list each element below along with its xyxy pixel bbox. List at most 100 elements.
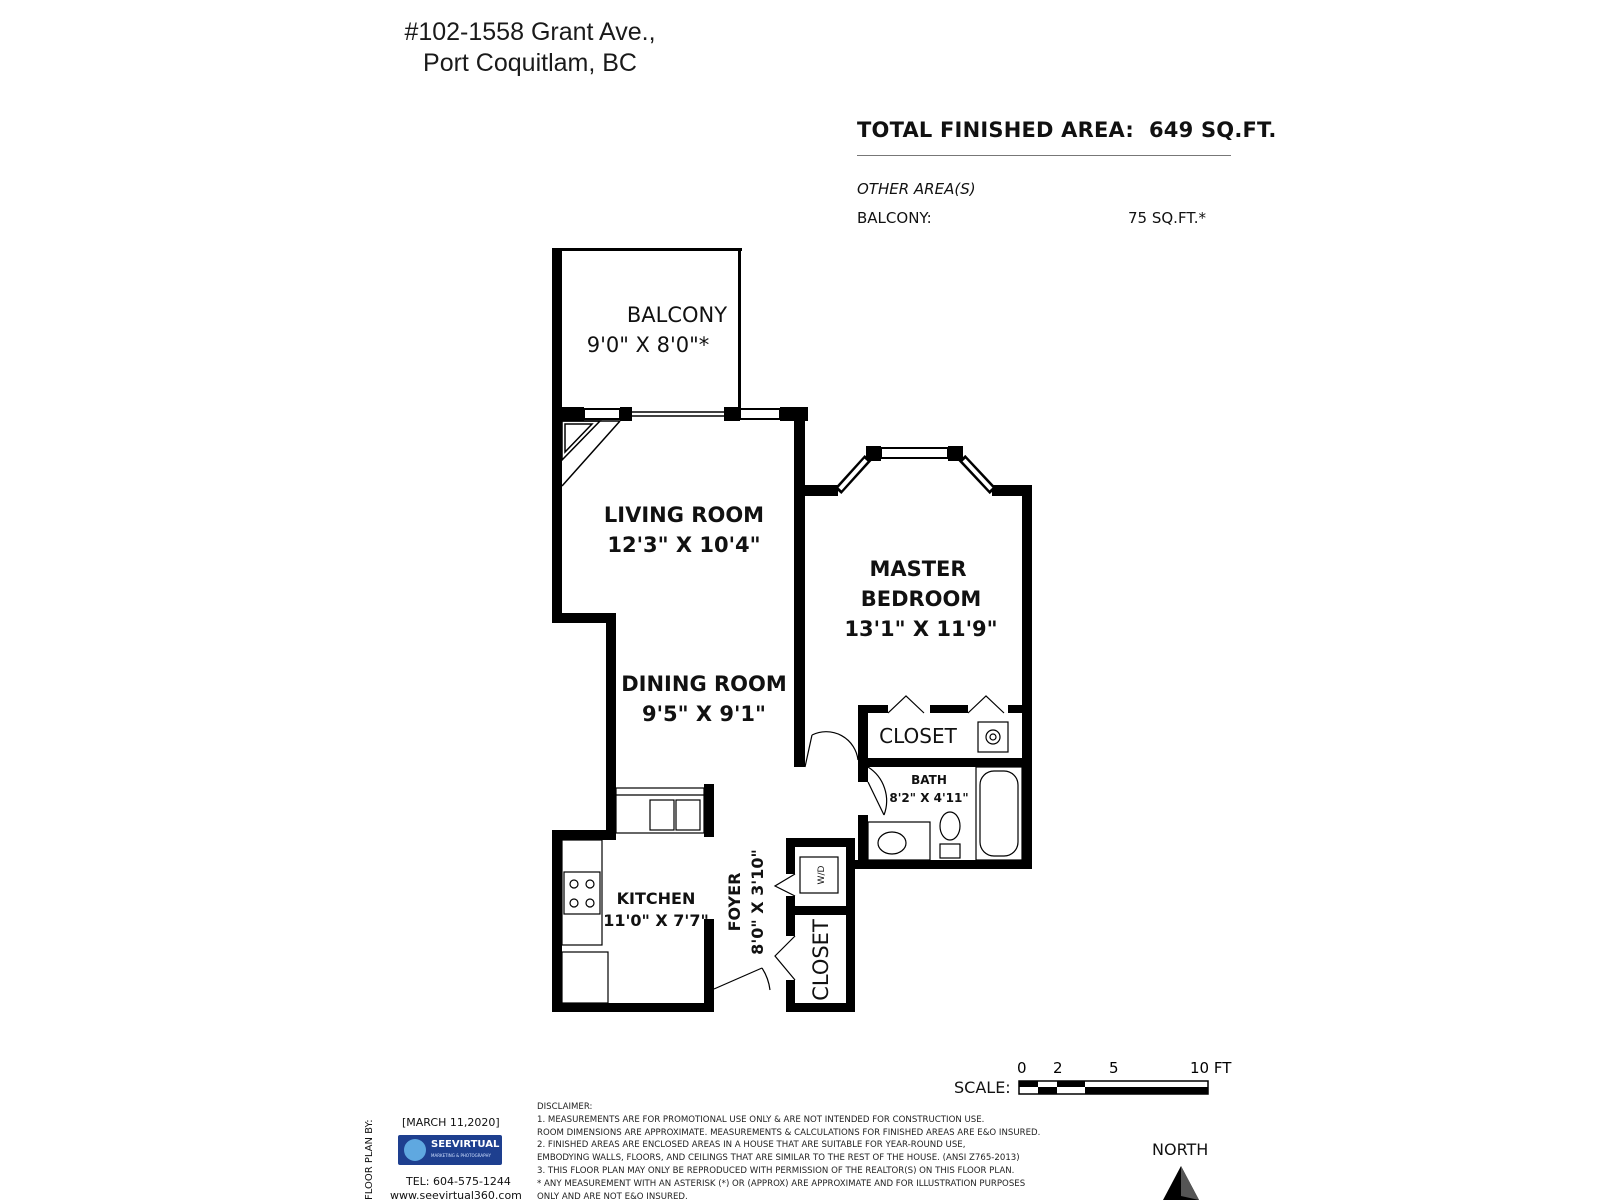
floor-plan-by-label: FLOOR PLAN BY: bbox=[364, 1119, 375, 1200]
living-room-dims: 12'3" X 10'4" bbox=[607, 533, 760, 557]
scale-tick-2: 2 bbox=[1053, 1059, 1063, 1077]
sink bbox=[877, 831, 907, 855]
wall-wd-top bbox=[786, 838, 855, 847]
living-room-name: LIVING ROOM bbox=[604, 503, 764, 527]
address-line-1: #102-1558 Grant Ave., bbox=[404, 18, 656, 46]
total-area-label: TOTAL FINISHED AREA: bbox=[857, 118, 1134, 142]
address-line-2: Port Coquitlam, BC bbox=[423, 49, 637, 77]
window-bay-left-glass bbox=[838, 458, 868, 491]
wall-closet-bottom bbox=[858, 758, 1032, 767]
divider bbox=[857, 155, 1231, 156]
logo-sub: MARKETING & PHOTOGRAPHY bbox=[431, 1153, 491, 1158]
disclaimer: DISCLAIMER: 1. MEASUREMENTS ARE FOR PROM… bbox=[537, 1102, 1041, 1202]
vanity bbox=[867, 821, 931, 861]
dining-room-dims: 9'5" X 9'1" bbox=[642, 702, 766, 726]
kitchen-counter bbox=[615, 787, 705, 834]
burner-3 bbox=[569, 898, 579, 908]
wall-closet-top-b bbox=[930, 705, 968, 713]
wall-bottom-kitchen bbox=[552, 1003, 714, 1012]
toilet bbox=[939, 811, 961, 841]
wall-bedroom-top-right bbox=[992, 485, 1032, 496]
dining-room-name: DINING ROOM bbox=[621, 672, 787, 696]
wall-kitchen-top-left bbox=[552, 830, 616, 840]
wall-left-middle bbox=[606, 613, 616, 840]
website: www.seevirtual360.com bbox=[390, 1189, 522, 1202]
wall-bottom-closet bbox=[786, 1003, 855, 1012]
doors bbox=[713, 695, 1005, 991]
fireplace bbox=[561, 420, 621, 487]
scale-label: SCALE: bbox=[954, 1078, 1011, 1097]
wd-box bbox=[799, 856, 839, 894]
wall-bath-bottom bbox=[846, 860, 1032, 869]
wall-bath-left bbox=[858, 815, 868, 869]
wall-kitchen-right bbox=[704, 919, 714, 1012]
scale-tick-10: 10 FT bbox=[1190, 1059, 1232, 1077]
wall-bay-post-right bbox=[948, 446, 963, 461]
master-bedroom-dims: 13'1" X 11'9" bbox=[844, 617, 997, 641]
balcony-dims: 9'0" X 8'0"* bbox=[587, 333, 710, 357]
wall-wd-bottom bbox=[786, 906, 855, 915]
foyer-name: FOYER bbox=[725, 873, 744, 932]
bath-fixtures bbox=[799, 721, 1023, 894]
logo-brand: SEEVIRTUAL bbox=[431, 1139, 500, 1150]
kitchen-counter-left bbox=[561, 839, 603, 946]
wall-left-step bbox=[552, 613, 616, 623]
foyer-closet-name: CLOSET bbox=[809, 919, 833, 1001]
stove bbox=[563, 871, 601, 915]
bath-name: BATH bbox=[911, 773, 947, 787]
wall-closet-left bbox=[858, 705, 868, 763]
windows bbox=[583, 408, 949, 459]
wd-label: W/D bbox=[817, 866, 827, 885]
walls bbox=[552, 248, 1032, 1012]
kitchen-fixtures bbox=[561, 787, 705, 1004]
window-bay-center bbox=[880, 447, 949, 459]
wall-wd-left-b bbox=[786, 896, 795, 914]
sink-basin-left bbox=[649, 799, 675, 831]
north-label: NORTH bbox=[1152, 1140, 1209, 1159]
bedroom-closet-name: CLOSET bbox=[879, 724, 957, 748]
total-area: TOTAL FINISHED AREA: 649 SQ.FT. bbox=[857, 118, 1277, 142]
balcony-area-label: BALCONY: bbox=[857, 209, 932, 227]
window-living-right bbox=[739, 408, 781, 420]
scale-bar: 0 2 5 10 FT bbox=[1017, 1059, 1232, 1095]
wall-bay-post-left bbox=[866, 446, 881, 461]
sink-basin-right bbox=[675, 799, 701, 831]
wall-wd-left-a bbox=[786, 838, 795, 874]
burner-4 bbox=[585, 898, 595, 908]
balcony-name: BALCONY bbox=[627, 303, 727, 327]
wall-bedroom-right bbox=[1022, 485, 1032, 869]
master-bedroom-name-1: MASTER bbox=[869, 557, 966, 581]
window-living-left bbox=[583, 408, 621, 420]
wall-bath-door-jamb bbox=[858, 758, 868, 782]
plan-date: [MARCH 11,2020] bbox=[402, 1116, 500, 1129]
logo-globe-icon bbox=[404, 1139, 426, 1161]
fridge bbox=[561, 951, 609, 1004]
bathtub-inner bbox=[979, 770, 1019, 857]
scale-tick-0: 0 bbox=[1017, 1059, 1027, 1077]
closet-fixture bbox=[977, 721, 1009, 753]
wall-counter-end bbox=[704, 784, 714, 837]
wall-living-top-c bbox=[724, 407, 740, 421]
wall-closet-top-c bbox=[1008, 705, 1032, 713]
toilet-tank bbox=[939, 843, 961, 859]
total-area-value: 649 SQ.FT. bbox=[1149, 118, 1277, 142]
wall-bedroom-top-left bbox=[794, 485, 838, 496]
phone-number: TEL: 604-575-1244 bbox=[406, 1175, 511, 1188]
foyer-dims: 8'0" X 3'10" bbox=[748, 849, 767, 955]
scale-tick-5: 5 bbox=[1109, 1059, 1119, 1077]
window-bay-right-glass bbox=[962, 458, 993, 491]
seevirtual-logo: SEEVIRTUAL MARKETING & PHOTOGRAPHY bbox=[398, 1135, 502, 1165]
kitchen-dims: 11'0" X 7'7" bbox=[603, 911, 709, 930]
kitchen-name: KITCHEN bbox=[617, 889, 696, 908]
balcony-rail-top bbox=[552, 248, 742, 251]
wall-living-top-a bbox=[552, 407, 584, 421]
balcony-area-value: 75 SQ.FT.* bbox=[1128, 209, 1206, 227]
wall-left-lower bbox=[552, 830, 562, 1012]
wall-foyer-right bbox=[846, 838, 855, 1008]
burner-1 bbox=[569, 879, 579, 889]
bathtub bbox=[975, 766, 1023, 861]
wall-living-top-b bbox=[620, 407, 632, 421]
wall-closet-top-a bbox=[858, 705, 888, 713]
wall-partition bbox=[794, 407, 805, 767]
